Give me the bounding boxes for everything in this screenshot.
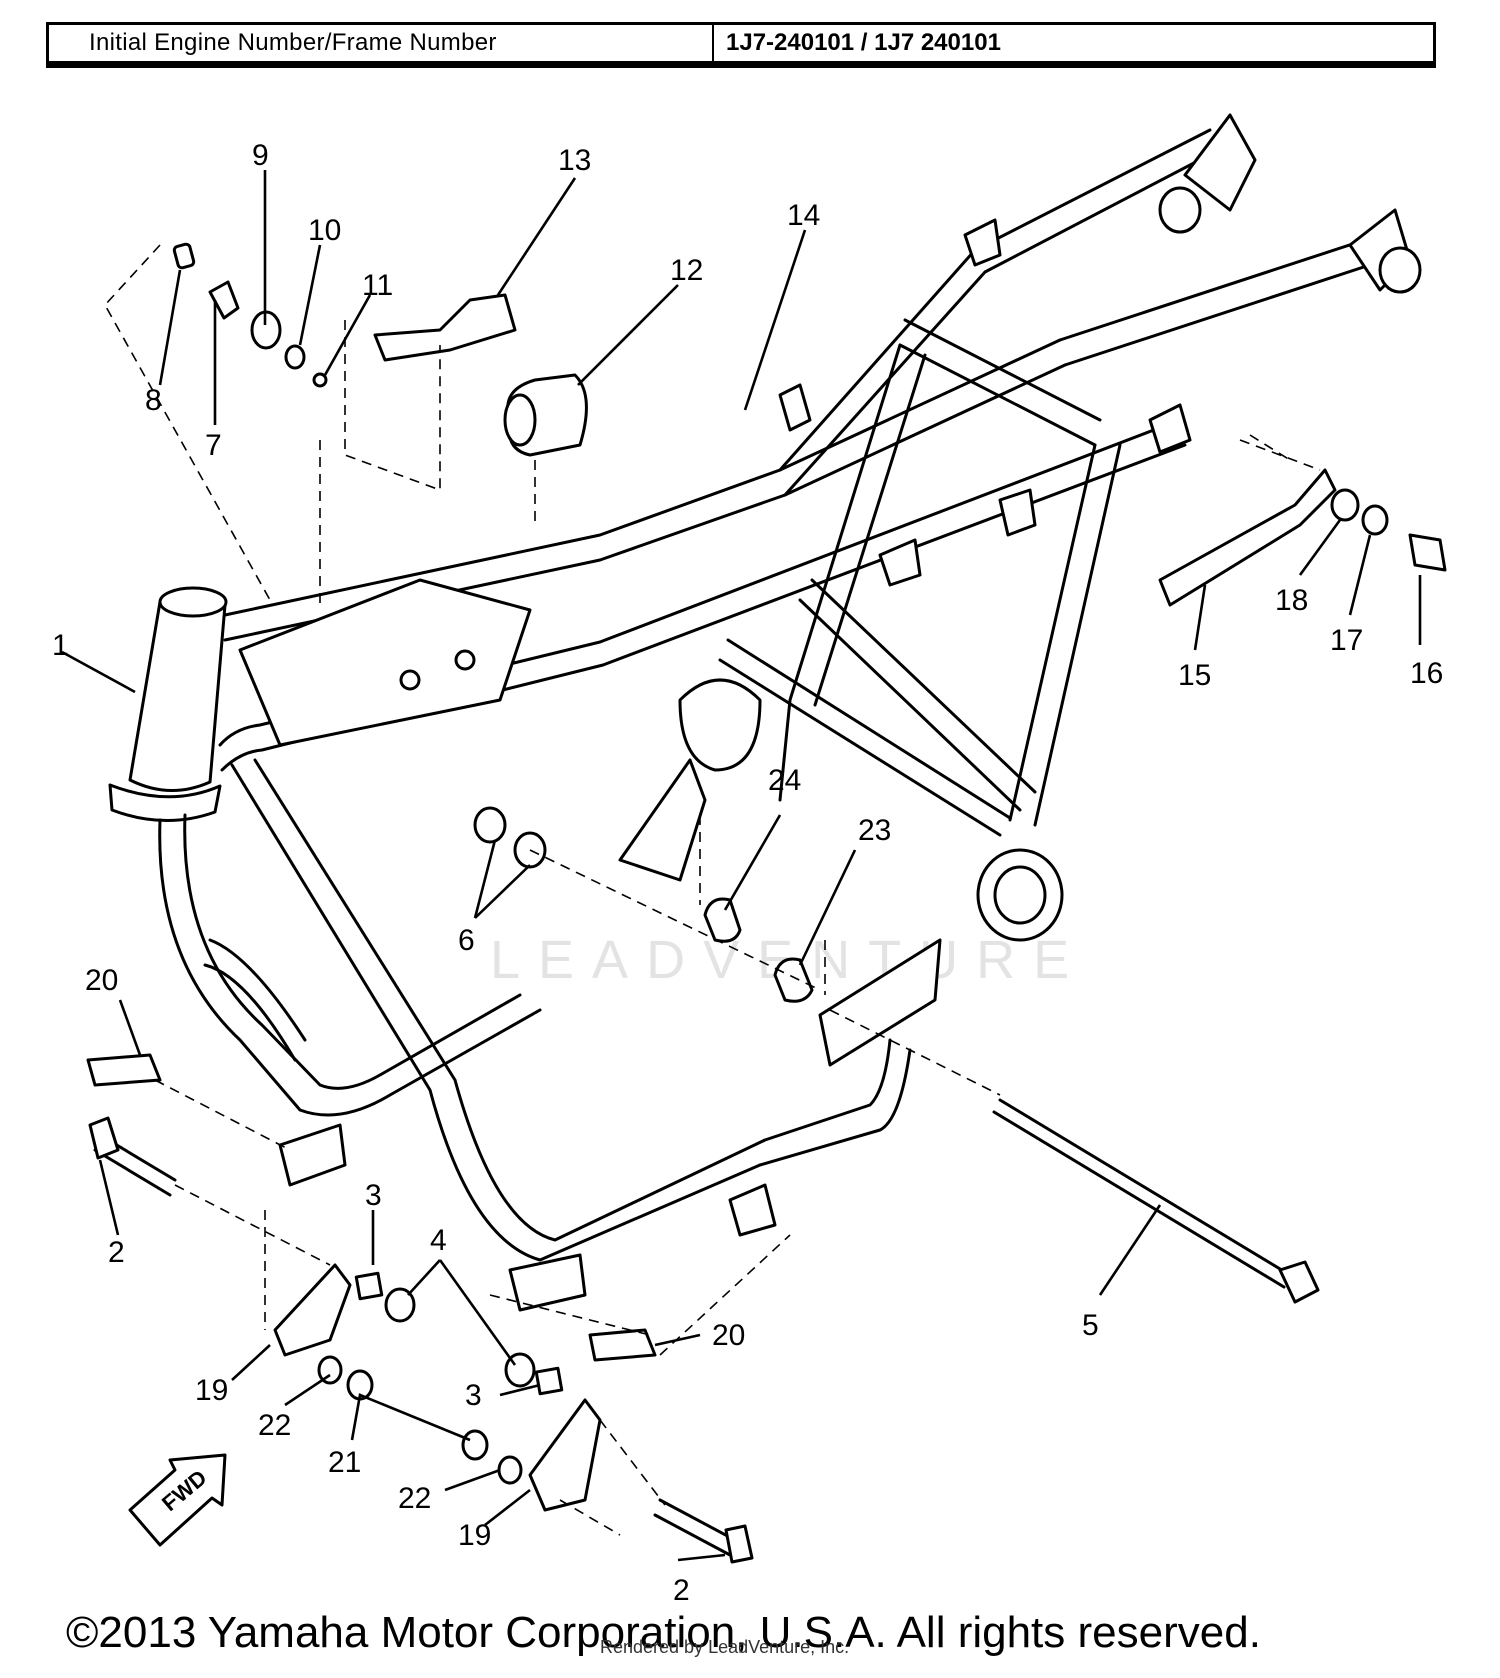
callout-6: 6: [458, 924, 475, 957]
callout-numbers: 1 2 2 3 3 4 5 6 7 8 9 10 11 13 12 14 15 …: [52, 139, 1443, 1607]
copyright-notice: ©2013 Yamaha Motor Corporation, U.S.A. A…: [66, 1608, 1261, 1657]
callout-21: 21: [328, 1446, 361, 1479]
assembly-lines: [104, 244, 1321, 1536]
callout-9: 9: [252, 139, 269, 172]
callout-19b: 19: [458, 1519, 491, 1552]
callout-22b: 22: [398, 1482, 431, 1515]
leader-lines: [61, 170, 1422, 1562]
loose-parts: [86, 242, 1447, 1564]
callout-19: 19: [195, 1374, 228, 1407]
callout-10: 10: [308, 214, 341, 247]
callout-20: 20: [85, 964, 118, 997]
callout-2b: 2: [673, 1574, 690, 1607]
callout-5: 5: [1082, 1309, 1099, 1342]
callout-24: 24: [768, 764, 801, 797]
callout-2: 2: [108, 1236, 125, 1269]
callout-22: 22: [258, 1409, 291, 1442]
header-value: 1J7-240101 / 1J7 240101: [726, 29, 1001, 56]
callout-13: 13: [558, 144, 591, 177]
fwd-arrow-icon: FWD: [128, 1453, 227, 1547]
callout-1: 1: [52, 629, 69, 662]
callout-12: 12: [670, 254, 703, 287]
callout-20b: 20: [712, 1319, 745, 1352]
callout-14: 14: [787, 199, 820, 232]
callout-3: 3: [365, 1179, 382, 1212]
callout-3b: 3: [465, 1379, 482, 1412]
callout-8: 8: [145, 384, 162, 417]
callout-4: 4: [430, 1224, 447, 1257]
engine-frame-number-header: Initial Engine Number/Frame Number 1J7-2…: [46, 22, 1436, 64]
callout-17: 17: [1330, 624, 1363, 657]
header-label: Initial Engine Number/Frame Number: [49, 25, 714, 61]
callout-7: 7: [205, 429, 222, 462]
callout-11: 11: [362, 269, 393, 302]
main-frame: [108, 113, 1422, 1312]
callout-16: 16: [1410, 657, 1443, 690]
callout-23: 23: [858, 814, 891, 847]
callout-18: 18: [1275, 584, 1308, 617]
rendered-by-notice: Rendered by LeadVenture, Inc.: [600, 1637, 850, 1657]
callout-15: 15: [1178, 659, 1211, 692]
